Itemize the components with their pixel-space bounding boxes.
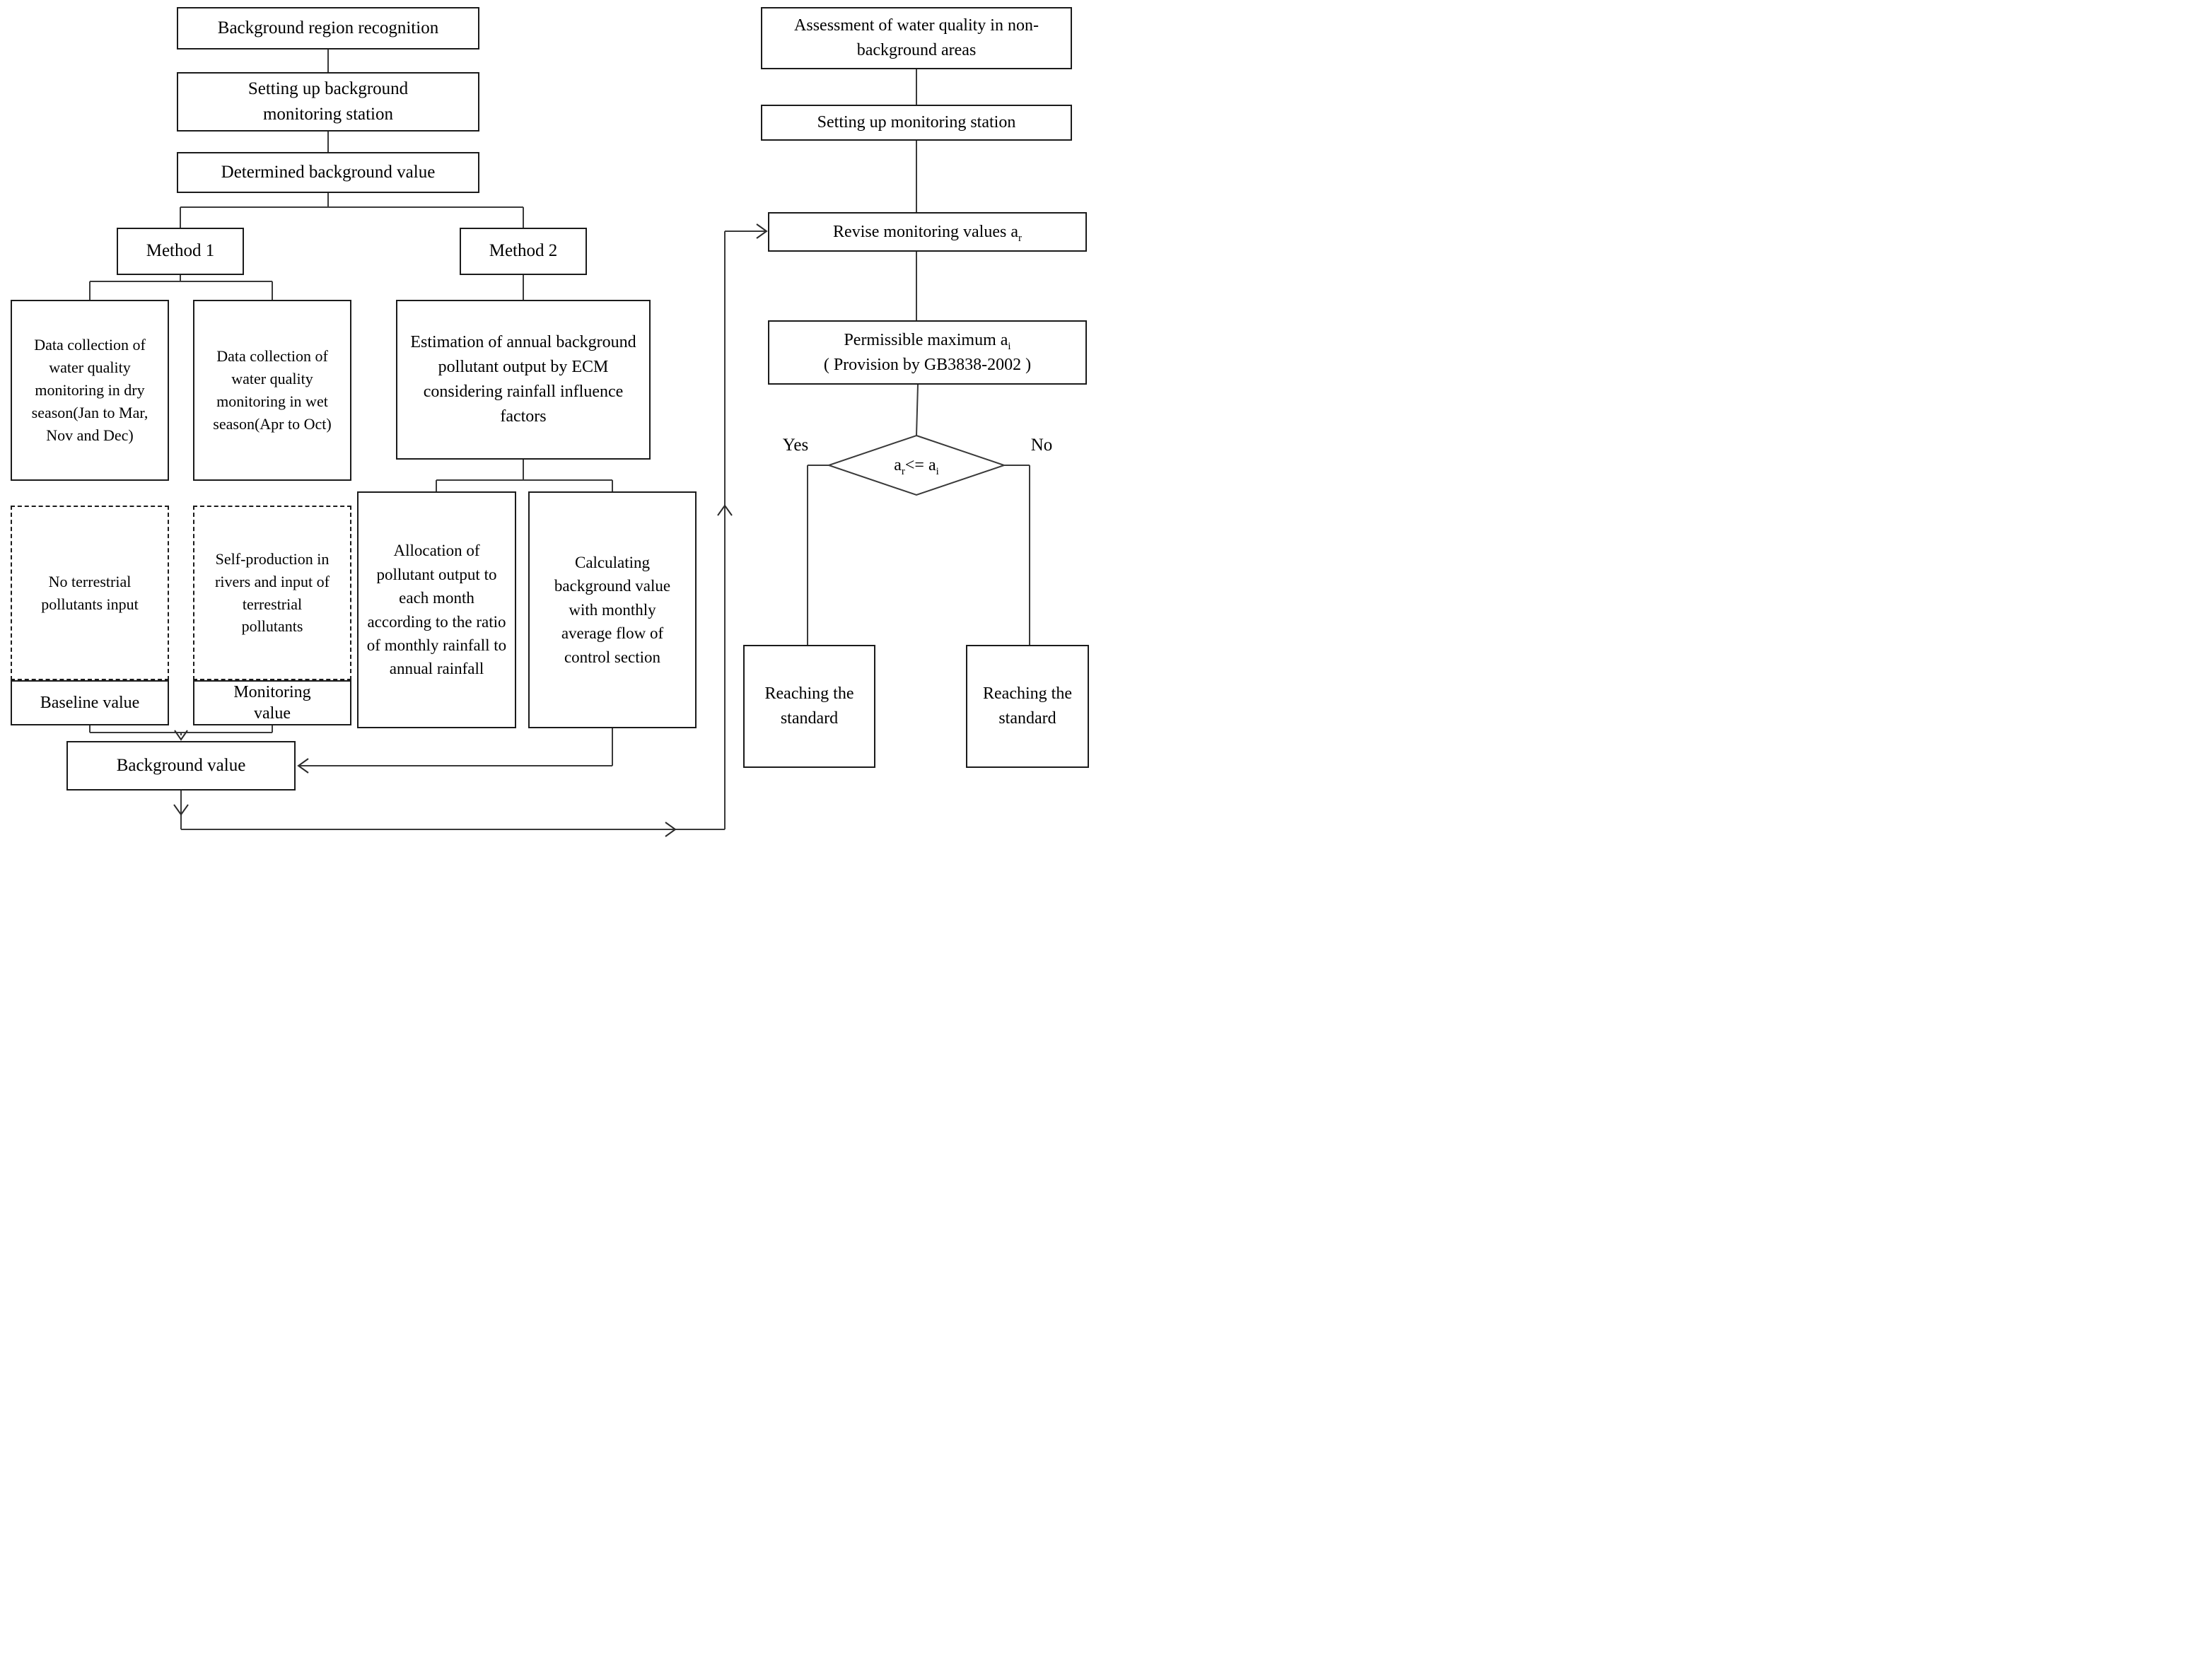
box-data-collection-dry-season: Data collection of water quality monitor… <box>11 300 169 481</box>
connector-permissible-to-decision <box>916 384 919 436</box>
box-reaching-standard-no: Reaching the standard <box>966 645 1089 768</box>
box-revise-monitoring-values: Revise monitoring values ar <box>768 212 1087 252</box>
box-background-value: Background value <box>66 741 296 791</box>
arrowhead-left-into-background-value-icon <box>297 758 309 774</box>
arrowhead-down-into-background-value-icon <box>174 730 188 741</box>
box-allocation-monthly: Allocation of pollutant output to each m… <box>357 491 516 728</box>
box-no-terrestrial-pollutants: No terrestrial pollutants input <box>11 506 169 680</box>
box-setting-up-monitoring-station: Setting up monitoring station <box>761 105 1072 141</box>
flowchart-canvas: Background region recognition Setting up… <box>0 0 1101 840</box>
box-revise-monitoring-values-label: Revise monitoring values ar <box>833 220 1022 245</box>
box-estimation-ecm: Estimation of annual background pollutan… <box>396 300 651 460</box>
box-estimation-ecm-label: Estimation of annual background pollutan… <box>410 333 636 426</box>
arrowhead-up-mid-icon <box>717 504 733 516</box>
box-calculating-background-label: Calculating background value with monthl… <box>554 554 671 666</box>
box-data-collection-wet-season: Data collection of water quality monitor… <box>193 300 351 481</box>
revise-text: Revise monitoring values a <box>833 222 1018 241</box>
box-method-2-label: Method 2 <box>489 241 558 261</box>
box-assessment-non-background: Assessment of water quality in non-backg… <box>761 7 1072 69</box>
box-method-1: Method 1 <box>117 228 244 275</box>
box-self-production: Self-production in rivers and input of t… <box>193 506 351 680</box>
arrowhead-down-mid-icon <box>173 804 189 816</box>
box-monitoring-value-label: Monitoring value <box>233 683 311 723</box>
revise-subscript: r <box>1018 232 1022 244</box>
box-self-production-label: Self-production in rivers and input of t… <box>215 549 330 636</box>
decision-diamond <box>826 434 1007 496</box>
box-background-region-recognition: Background region recognition <box>177 7 479 49</box>
box-reaching-standard-yes-label: Reaching the standard <box>764 684 854 728</box>
decision-label: ar<= ai <box>829 436 1004 495</box>
box-reaching-standard-no-label: Reaching the standard <box>983 684 1072 728</box>
label-yes: Yes <box>782 436 809 455</box>
arrowhead-right-mid-icon <box>665 822 677 837</box>
box-baseline-value: Baseline value <box>11 680 169 725</box>
box-setting-up-background-monitoring-station: Setting up background monitoring station <box>177 72 479 132</box>
box-monitoring-value: Monitoring value <box>193 680 351 725</box>
box-determined-background-value-label: Determined background value <box>221 162 436 182</box>
box-assessment-non-background-label: Assessment of water quality in non-backg… <box>794 16 1039 59</box>
box-permissible-maximum: Permissible maximum ai ( Provision by GB… <box>768 320 1087 385</box>
permissible-line2: ( Provision by GB3838-2002 ) <box>823 355 1032 374</box>
box-no-terrestrial-pollutants-label: No terrestrial pollutants input <box>41 572 139 613</box>
box-baseline-value-label: Baseline value <box>40 693 140 712</box>
permissible-text: Permissible maximum a <box>844 330 1008 349</box>
box-reaching-standard-yes: Reaching the standard <box>743 645 875 768</box>
box-background-value-label: Background value <box>116 755 246 775</box>
box-data-collection-dry-season-label: Data collection of water quality monitor… <box>31 336 148 444</box>
connector-lines <box>89 49 1030 837</box>
label-no: No <box>1030 436 1053 455</box>
box-calculating-background: Calculating background value with monthl… <box>528 491 697 728</box>
box-data-collection-wet-season-label: Data collection of water quality monitor… <box>213 347 332 433</box>
decision-text: ar<= ai <box>894 455 939 477</box>
decision-a: a <box>894 455 902 474</box>
decision-sub-r: r <box>901 465 905 477</box>
permissible-line1: Permissible maximum ai <box>844 328 1010 353</box>
arrowhead-right-into-revise-icon <box>756 223 768 239</box>
box-background-region-recognition-label: Background region recognition <box>217 18 439 37</box>
decision-op: <= a <box>904 455 936 474</box>
box-allocation-monthly-label: Allocation of pollutant output to each m… <box>366 542 507 678</box>
box-setting-up-monitoring-station-label: Setting up monitoring station <box>817 113 1016 132</box>
box-method-2: Method 2 <box>460 228 587 275</box>
permissible-subscript: i <box>1008 340 1011 352</box>
box-setting-up-background-monitoring-station-label: Setting up background monitoring station <box>247 78 409 124</box>
decision-sub-i: i <box>936 465 939 477</box>
box-method-1-label: Method 1 <box>146 241 215 261</box>
box-determined-background-value: Determined background value <box>177 152 479 193</box>
